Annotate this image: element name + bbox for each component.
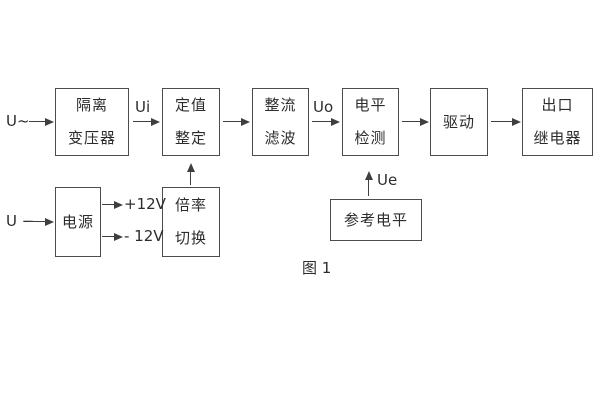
block-label: 隔离 <box>75 96 108 114</box>
signal-label-u-dc: U − <box>6 212 35 230</box>
arrow-power-to-minus12v <box>102 236 115 238</box>
arrow-isolation-to-setpoint <box>133 121 152 123</box>
block-label: 定值 <box>174 96 207 114</box>
arrow-uac-to-isolation-transformer <box>29 121 46 123</box>
block-driver: 驱动 <box>430 88 488 156</box>
arrow-setpoint-to-rectifier <box>223 121 242 123</box>
block-label: 切换 <box>174 229 207 247</box>
signal-label-ui: Ui <box>135 98 151 116</box>
arrow-udc-to-power-supply <box>29 221 46 223</box>
block-label: 驱动 <box>442 112 475 131</box>
arrow-reference-level-to-level-detection <box>368 178 370 196</box>
block-label: 滤波 <box>264 129 297 147</box>
block-isolation-transformer: 隔离 变压器 <box>55 88 129 156</box>
signal-label-uo: Uo <box>313 98 334 116</box>
figure-caption: 图 1 <box>302 259 332 277</box>
signal-label-u-ac: U~ <box>6 112 30 130</box>
block-power-supply: 电源 <box>55 187 101 257</box>
signal-label-ue: Ue <box>377 171 398 189</box>
block-reference-level: 参考电平 <box>330 199 422 241</box>
block-label: 变压器 <box>67 129 116 147</box>
arrow-power-to-plus12v <box>102 204 115 206</box>
block-label: 出口 <box>541 96 574 114</box>
block-label: 倍率 <box>174 196 207 214</box>
block-label: 整定 <box>174 129 207 147</box>
block-label: 参考电平 <box>343 210 408 229</box>
block-label: 电平 <box>354 96 387 114</box>
block-label: 整流 <box>264 96 297 114</box>
arrow-rectifier-to-level-detection <box>312 121 332 123</box>
block-output-relay: 出口 继电器 <box>522 88 593 156</box>
signal-label-minus12v: - 12V <box>124 227 164 245</box>
block-label: 检测 <box>354 129 387 147</box>
signal-label-plus12v: +12V <box>124 195 166 213</box>
block-ratio-switching: 倍率 切换 <box>162 187 220 257</box>
arrow-driver-to-output-relay <box>491 121 513 123</box>
arrow-ratio-switching-to-setpoint <box>190 170 192 185</box>
block-label: 继电器 <box>533 129 582 147</box>
block-level-detection: 电平 检测 <box>342 88 399 156</box>
block-rectifier-filter: 整流 滤波 <box>252 88 309 156</box>
block-setpoint-adjustment: 定值 整定 <box>162 88 220 156</box>
block-label: 电源 <box>61 212 94 231</box>
arrow-level-detection-to-driver <box>402 121 421 123</box>
